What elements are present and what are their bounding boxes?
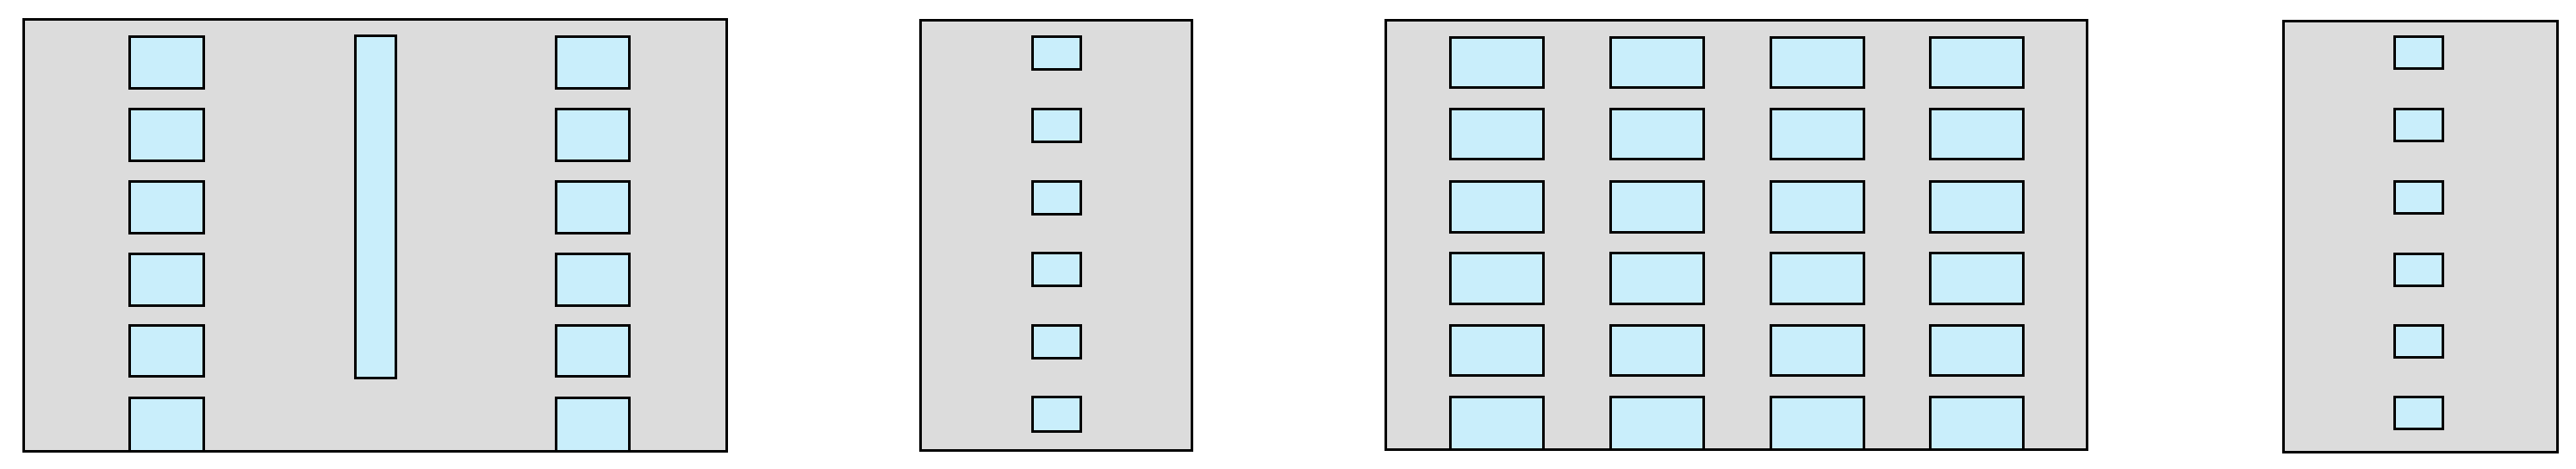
window-block [1929,180,2025,234]
window-block [1770,180,1865,234]
window-block [128,397,205,453]
window-block [1609,180,1705,234]
window-block [1609,396,1705,451]
window-block [1929,324,2025,377]
window-block [555,180,631,234]
window-block [1770,252,1865,305]
window-block [128,108,205,162]
window-block [1929,396,2025,451]
window-block [555,35,631,90]
window-block [1770,396,1865,451]
window-block [1031,324,1082,360]
facade-panel-2 [919,19,1193,452]
window-block [2393,396,2444,430]
window-block [1449,36,1545,89]
window-block [1449,108,1545,160]
window-block [1449,252,1545,305]
window-block [2393,35,2444,70]
window-block [1609,108,1705,160]
window-block [555,397,631,453]
window-block [1609,252,1705,305]
window-block [2393,253,2444,287]
window-block [555,324,631,378]
window-block [1031,35,1082,71]
window-block [128,180,205,234]
window-block [1770,108,1865,160]
vertical-slot [354,34,397,379]
window-block [1929,36,2025,89]
window-block [1770,36,1865,89]
window-block [128,324,205,378]
window-block [1449,324,1545,377]
window-block [128,253,205,307]
window-block [1929,108,2025,160]
window-block [555,108,631,162]
window-block [2393,108,2444,142]
window-block [1031,180,1082,216]
window-block [2393,180,2444,215]
window-block [1031,396,1082,433]
window-block [1031,108,1082,143]
window-block [1609,36,1705,89]
window-block [1609,324,1705,377]
window-block [1031,252,1082,287]
facade-panel-4 [2282,20,2559,453]
facade-panel-1 [22,18,728,453]
window-block [2393,324,2444,359]
window-block [1929,252,2025,305]
window-block [555,253,631,307]
facade-panel-3 [1384,19,2088,451]
window-block [128,35,205,90]
window-block [1449,396,1545,451]
window-block [1770,324,1865,377]
window-block [1449,180,1545,234]
